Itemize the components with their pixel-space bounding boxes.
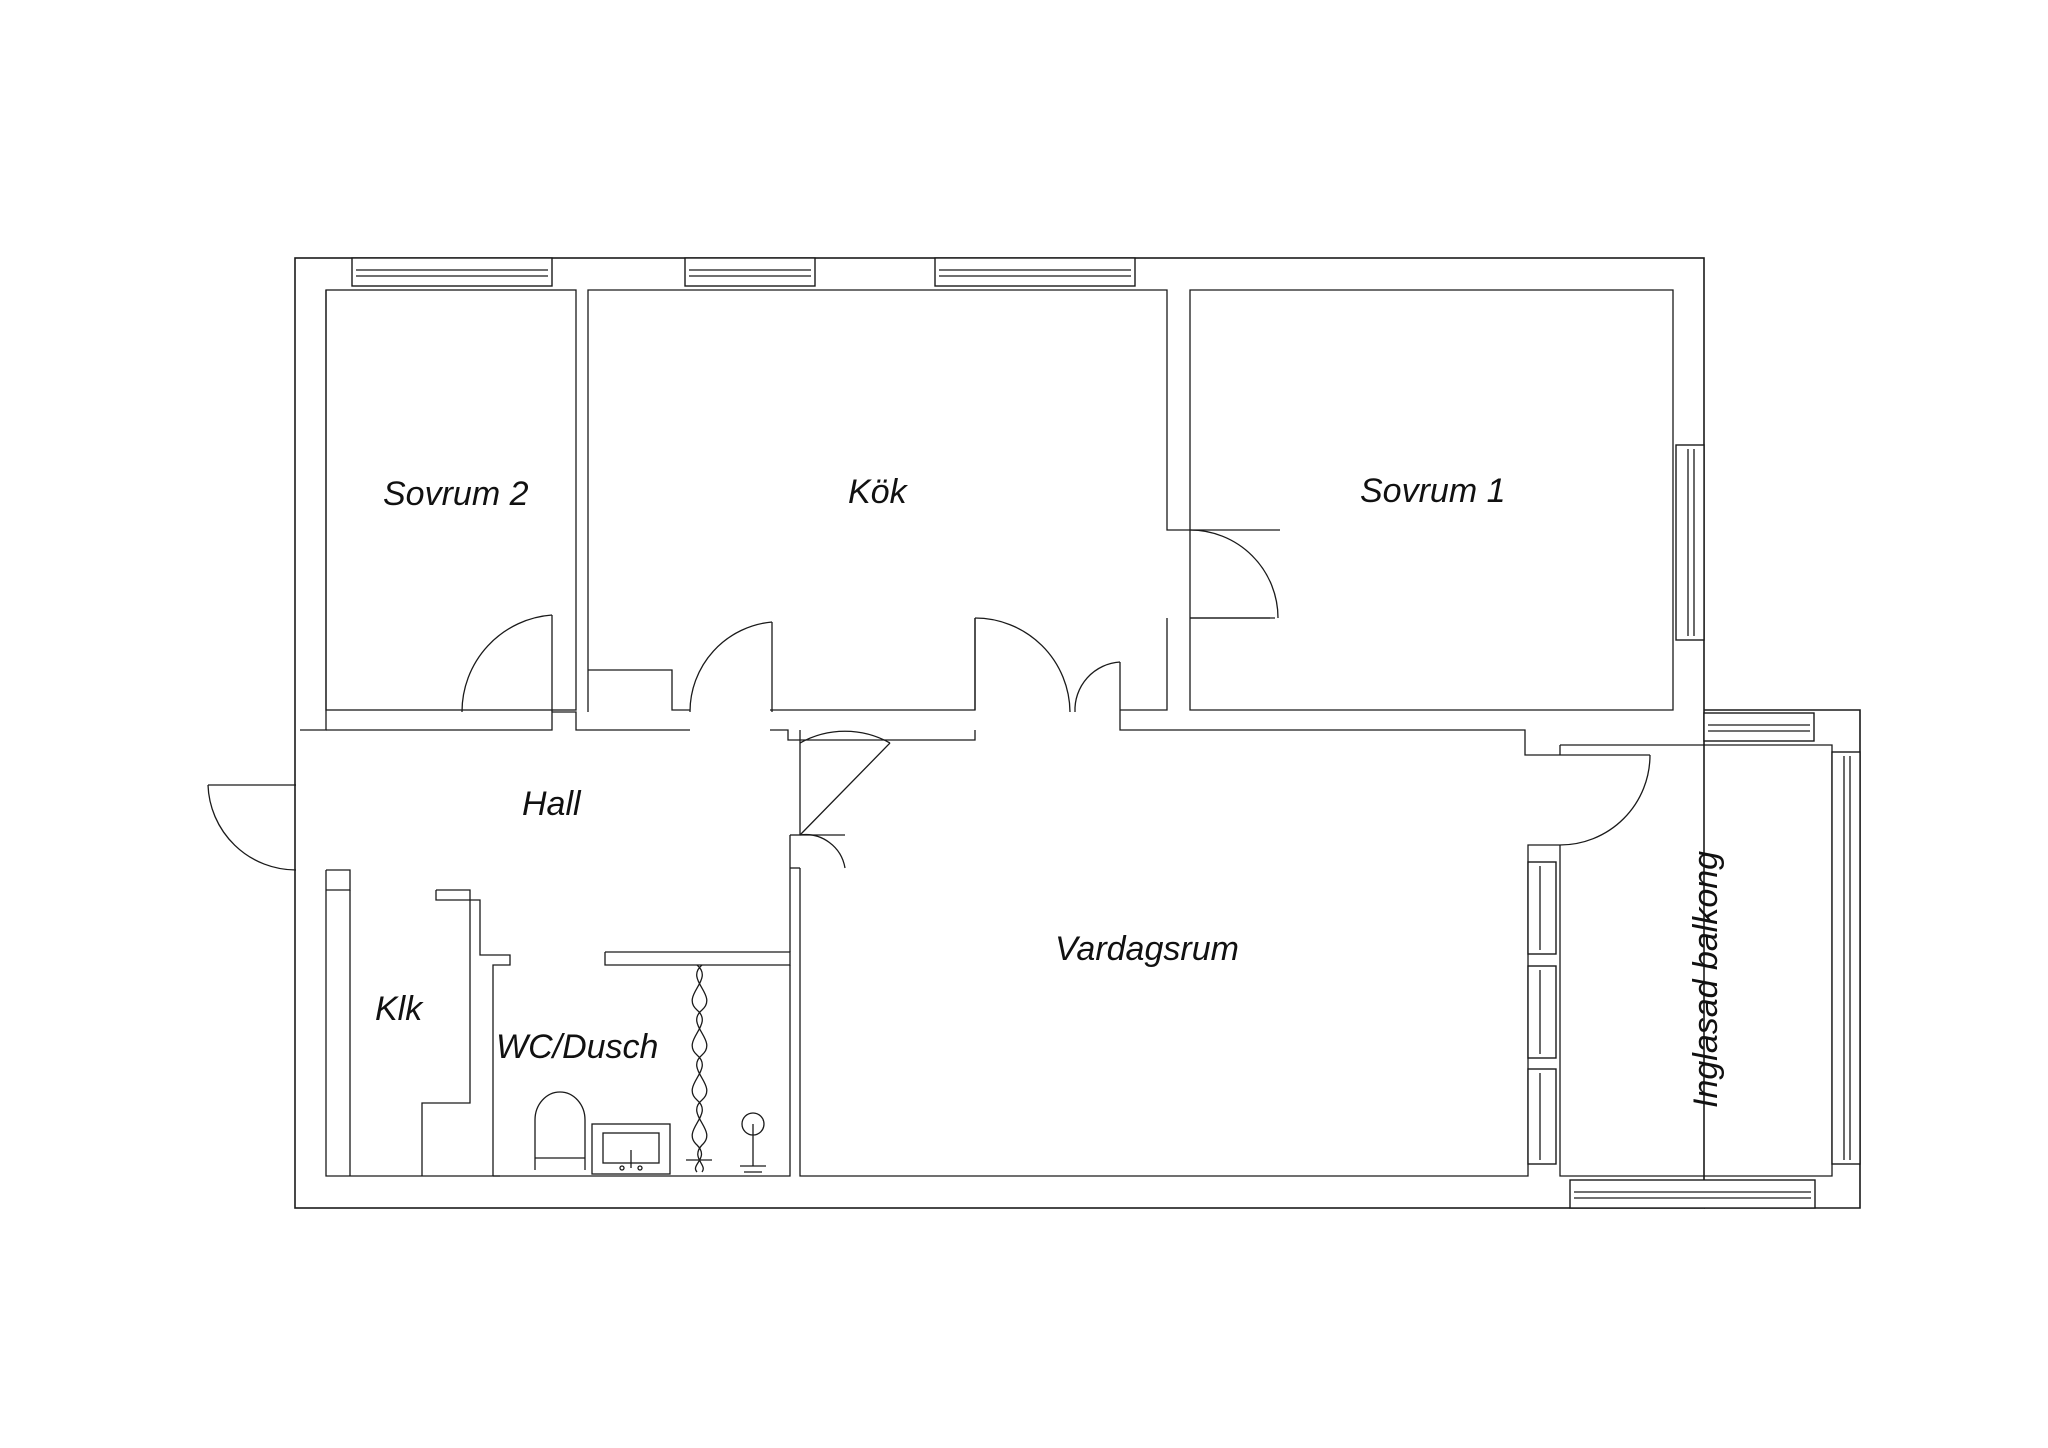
shower-curtain-icon <box>686 964 712 1173</box>
room-label-klk: Klk <box>375 990 424 1028</box>
room-label-sovrum-1: Sovrum 1 <box>1360 472 1506 510</box>
room-label-sovrum-2: Sovrum 2 <box>383 475 529 513</box>
bathroom-fixtures <box>534 964 766 1175</box>
windows <box>351 257 1861 1209</box>
room-label-kok: Kök <box>848 473 909 511</box>
room-label-wc-dusch: WC/Dusch <box>496 1028 658 1066</box>
doors <box>207 529 1651 871</box>
room-label-vardagsrum: Vardagsrum <box>1055 930 1239 968</box>
toilet-icon <box>534 1091 586 1170</box>
room-walls <box>325 289 1833 1177</box>
sink-icon <box>591 1123 671 1175</box>
room-label-hall: Hall <box>522 785 582 823</box>
room-labels: Sovrum 2 Kök Sovrum 1 Hall Vardagsrum Kl… <box>375 472 1725 1108</box>
shower-head-icon <box>740 1112 766 1173</box>
room-label-inglasad-balkong: Inglasad balkong <box>1687 851 1725 1108</box>
